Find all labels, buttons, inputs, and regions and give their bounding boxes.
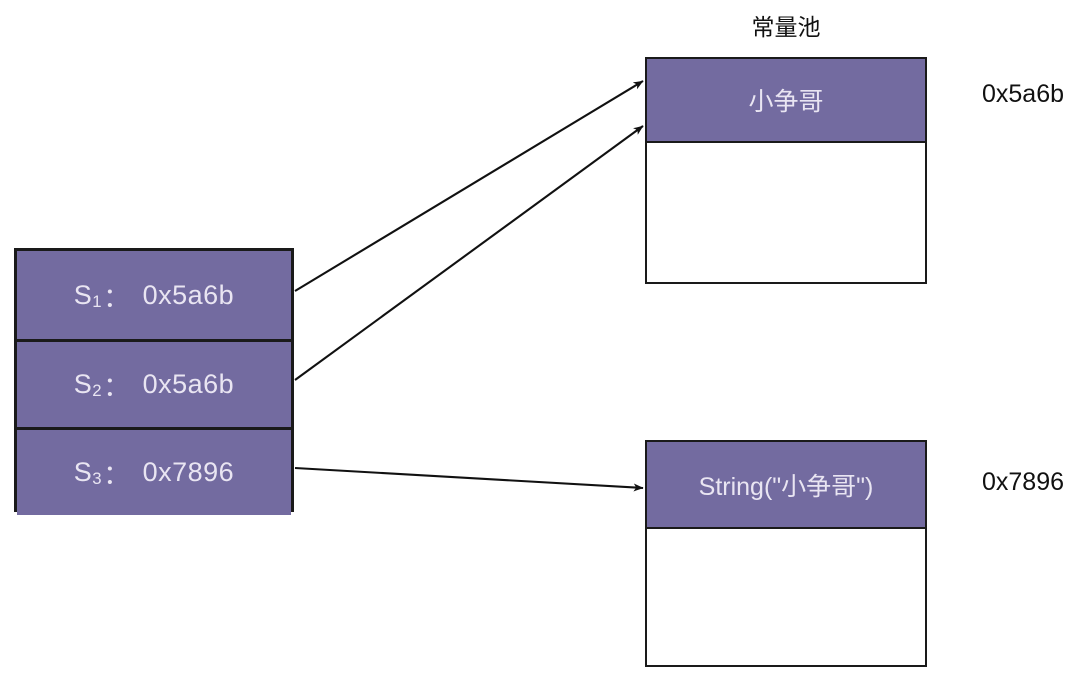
stack-row-s3: S3： 0x7896: [17, 430, 291, 515]
heap-box: String("小争哥"): [645, 440, 927, 667]
stack-row-s1-separator: ：: [103, 282, 131, 313]
constant-pool-empty-area: [647, 143, 925, 282]
stack-row-s1-value: 0x5a6b: [142, 279, 235, 310]
constant-pool-entry: 小争哥: [647, 59, 925, 143]
arrow-s3-to-heap: [294, 466, 644, 492]
constant-pool-address: 0x5a6b: [982, 80, 1065, 108]
stack-row-s2-value: 0x5a6b: [142, 369, 235, 399]
stack-row-s1-name: S1: [73, 279, 103, 311]
stack-row-s2: S2： 0x5a6b: [17, 339, 291, 430]
stack-row-s3-subscript: 3: [92, 469, 103, 488]
constant-pool-title: 常量池: [751, 14, 821, 40]
stack-row-s3-value: 0x7896: [142, 457, 235, 487]
stack-row-s1: S1： 0x5a6b: [17, 251, 291, 339]
stack-row-s2-name: S2: [73, 369, 103, 400]
stack-row-s2-subscript: 2: [92, 381, 103, 400]
arrow-s2-to-constant-pool: [294, 125, 644, 381]
heap-entry: String("小争哥"): [647, 442, 925, 529]
stack-row-s3-name: S3: [73, 457, 103, 488]
heap-empty-area: [647, 529, 925, 665]
constant-pool-box: 小争哥: [645, 57, 927, 284]
stack-frame: S1：0x5a6b S2：0x5a6b S3：0x7896: [14, 248, 294, 515]
stack-row-s2-separator: ：: [103, 372, 131, 402]
stack-row-s1-subscript: 1: [92, 291, 103, 311]
heap-address: 0x7896: [982, 468, 1065, 496]
arrow-s1-to-constant-pool: [294, 80, 644, 292]
stack-row-s3-separator: ：: [103, 460, 131, 490]
